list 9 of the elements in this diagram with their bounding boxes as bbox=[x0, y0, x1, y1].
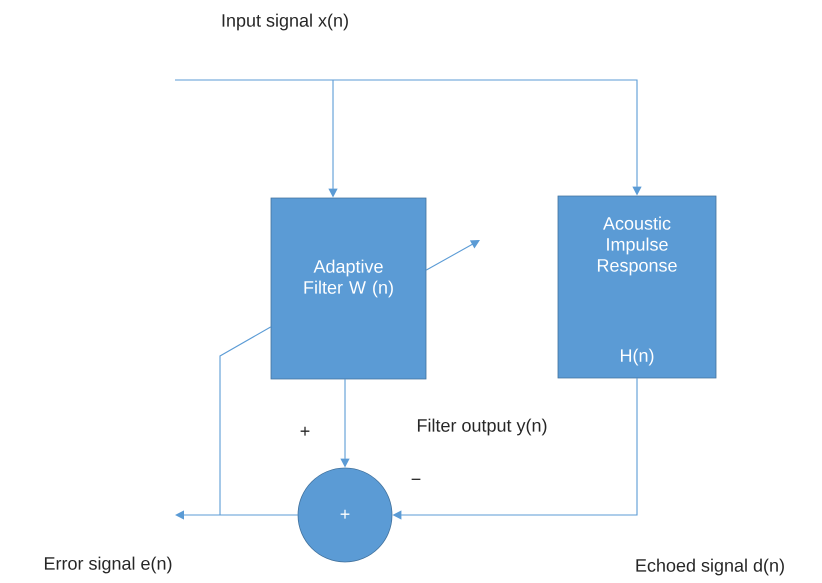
signal-label: Error signal e(n) bbox=[44, 556, 172, 574]
summing-junction: + bbox=[298, 468, 392, 562]
process-box: Adaptive Filter W (n) bbox=[270, 198, 426, 380]
process-box: Acoustic Impulse Response H(n) bbox=[558, 196, 716, 378]
signal-label: Input signal x(n) bbox=[222, 14, 348, 30]
sign-label: + bbox=[300, 426, 310, 436]
signal-label: Filter output y(n) bbox=[418, 418, 546, 436]
signal-label: Echoed signal d(n) bbox=[636, 558, 784, 576]
sign-label: − bbox=[412, 478, 420, 480]
